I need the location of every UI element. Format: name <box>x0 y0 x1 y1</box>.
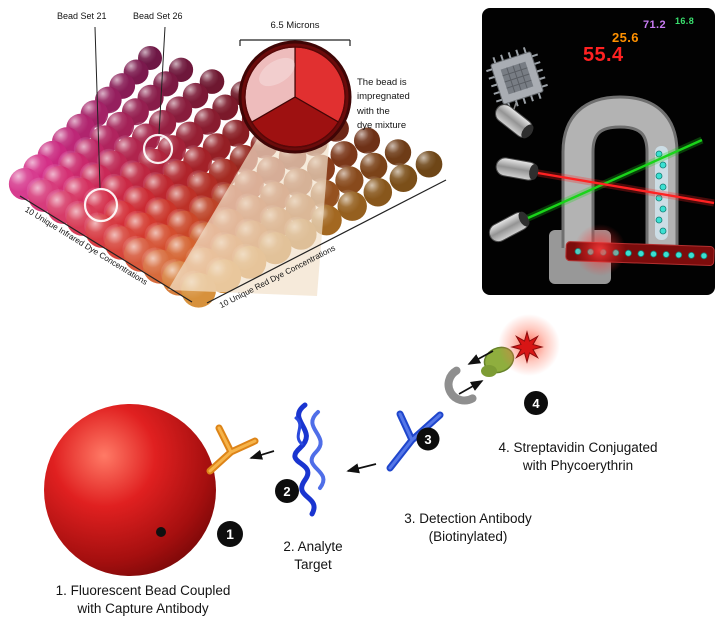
bead-set-21-leader-line <box>94 26 101 189</box>
micron-bracket <box>239 39 351 46</box>
readout-red: 55.4 <box>583 44 624 66</box>
stream-beads <box>655 150 667 235</box>
axis-red-line <box>206 179 447 304</box>
binding-arrows <box>249 350 494 474</box>
flow-cytometer-panel <box>482 8 715 295</box>
badge-2-number: 2 <box>283 484 290 499</box>
green-laser-beam <box>527 138 703 220</box>
flow-cell-tube <box>564 98 676 248</box>
bead-array-diagram <box>7 26 447 308</box>
readout-orange: 25.6 <box>612 30 639 45</box>
badge-4 <box>524 391 548 415</box>
analyte-protein <box>292 402 326 517</box>
bead-set-26-leader-line <box>158 26 166 135</box>
readout-purple: 71.2 <box>643 19 667 31</box>
detection-antibody <box>386 410 444 472</box>
badge-4-number: 4 <box>532 396 540 411</box>
badge-3-number: 3 <box>424 432 431 447</box>
fluorescent-bead <box>44 404 216 576</box>
capture-antibody <box>206 424 259 475</box>
step-3-label: 3. Detection Antibody (Biotinylated) <box>404 511 532 544</box>
axis-infrared-line <box>19 195 193 303</box>
badge-2 <box>275 479 299 503</box>
bead-set-21-label: Bead Set 21 <box>57 11 107 21</box>
phycoerythrin-star <box>510 330 544 364</box>
step-badges: 1 2 3 4 <box>217 391 548 547</box>
sandwich-assay-diagram: 1 2 3 4 <box>44 314 560 576</box>
bead-anchor-dot <box>156 527 166 537</box>
laser-scatter-glow <box>574 224 626 276</box>
step-1-label: 1. Fluorescent Bead Coupled with Capture… <box>55 583 231 616</box>
dye-mixture-note: The bead is impregnated with the dye mix… <box>357 77 410 131</box>
bead-set-21-ring <box>83 187 119 223</box>
red-laser-beam <box>537 171 715 205</box>
badge-3 <box>416 427 440 451</box>
bead-set-26-ring <box>142 133 174 165</box>
magnifier-cone <box>168 120 331 296</box>
badge-1 <box>217 521 243 547</box>
bead-grid <box>7 44 443 308</box>
bead-set-26-label: Bead Set 26 <box>133 11 183 21</box>
readout-green: 16.8 <box>675 16 695 26</box>
step-2-label: 2. Analyte Target <box>283 539 343 572</box>
magnified-bead <box>238 40 352 154</box>
badge-1-number: 1 <box>226 526 234 542</box>
microchip-icon <box>486 47 548 109</box>
step-4-label: 4. Streptavidin Conjugated with Phycoery… <box>498 440 658 473</box>
biotin-link <box>444 366 477 405</box>
micron-size-label: 6.5 Microns <box>270 20 320 31</box>
